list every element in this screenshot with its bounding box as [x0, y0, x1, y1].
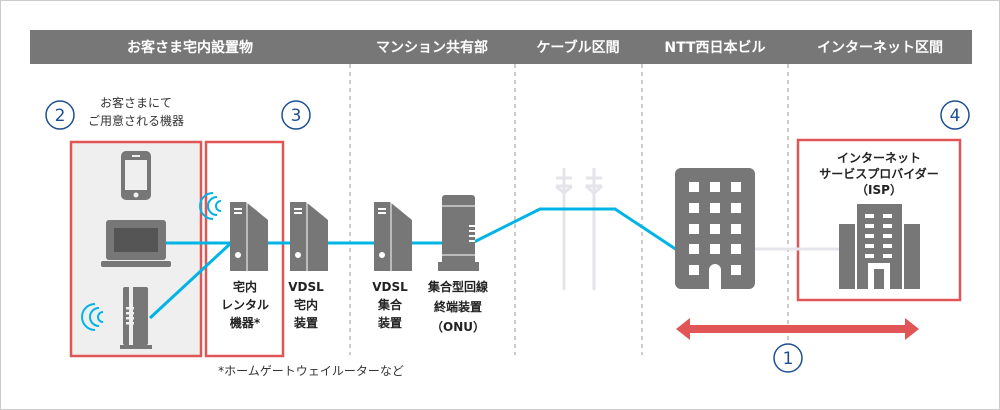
- marker-3: 3: [281, 100, 311, 130]
- section-apartment-shared: マンション共有部: [376, 39, 488, 56]
- svg-text:宅内: 宅内: [294, 297, 318, 312]
- svg-text:2: 2: [55, 106, 66, 126]
- ntt-building-icon: [675, 168, 755, 289]
- onu-label: 集合型回線 終端装置 （ONU）: [427, 279, 488, 334]
- wifi-icon: [199, 192, 222, 220]
- rental-device-box: [204, 140, 285, 358]
- svg-text:（ONU）: （ONU）: [431, 319, 485, 334]
- vdsl-shared-unit-icon: [374, 202, 412, 271]
- section-ntt-building: NTT西日本ビル: [664, 39, 765, 56]
- svg-text:機器*: 機器*: [230, 315, 261, 330]
- svg-text:集合: 集合: [377, 297, 403, 312]
- svg-text:宅内: 宅内: [233, 279, 257, 294]
- section-customer-premises: お客さま宅内設置物: [127, 39, 253, 56]
- footnote: *ホームゲートウェイルーターなど: [218, 364, 404, 378]
- wifi-icon: [81, 303, 104, 331]
- utility-pole-icons: [555, 168, 603, 290]
- svg-text:VDSL: VDSL: [372, 280, 408, 294]
- customer-devices-caption: お客さまにて: [100, 95, 172, 110]
- marker-4: 4: [940, 100, 970, 130]
- rental-device-label: 宅内 レンタル 機器*: [221, 279, 269, 330]
- scope-double-arrow: [676, 318, 919, 340]
- section-cable: ケーブル区間: [536, 39, 619, 56]
- svg-text:サービスプロバイダー: サービスプロバイダー: [819, 166, 939, 181]
- svg-text:VDSL: VDSL: [288, 280, 324, 294]
- rental-router-icon: [230, 202, 268, 271]
- svg-text:（ISP）: （ISP）: [856, 182, 902, 197]
- svg-text:インターネット: インターネット: [837, 151, 921, 165]
- customer-devices-caption: ご用意される機器: [88, 113, 184, 128]
- svg-text:1: 1: [783, 349, 794, 369]
- svg-text:3: 3: [291, 106, 302, 126]
- section-header-bar: [30, 30, 972, 64]
- section-internet: インターネット区間: [817, 40, 943, 56]
- vdsl-shared-label: VDSL 集合 装置: [372, 280, 408, 330]
- isp-label: インターネット サービスプロバイダー （ISP）: [819, 151, 939, 197]
- marker-2: 2: [45, 100, 75, 130]
- marker-1: 1: [773, 343, 803, 373]
- vdsl-home-unit-icon: [290, 202, 328, 271]
- vdsl-home-label: VDSL 宅内 装置: [288, 280, 324, 330]
- smartphone-icon: [121, 151, 151, 200]
- svg-text:装置: 装置: [293, 315, 318, 330]
- svg-text:集合型回線: 集合型回線: [427, 279, 488, 294]
- section-dividers: [349, 64, 789, 355]
- onu-icon: [438, 195, 479, 271]
- laptop-icon: [101, 220, 171, 267]
- wireless-router-icon: [120, 287, 152, 349]
- svg-text:レンタル: レンタル: [221, 298, 269, 312]
- svg-text:4: 4: [950, 106, 961, 126]
- isp-building-icon: [839, 204, 920, 289]
- svg-text:終端装置: 終端装置: [434, 299, 482, 314]
- svg-text:装置: 装置: [377, 315, 402, 330]
